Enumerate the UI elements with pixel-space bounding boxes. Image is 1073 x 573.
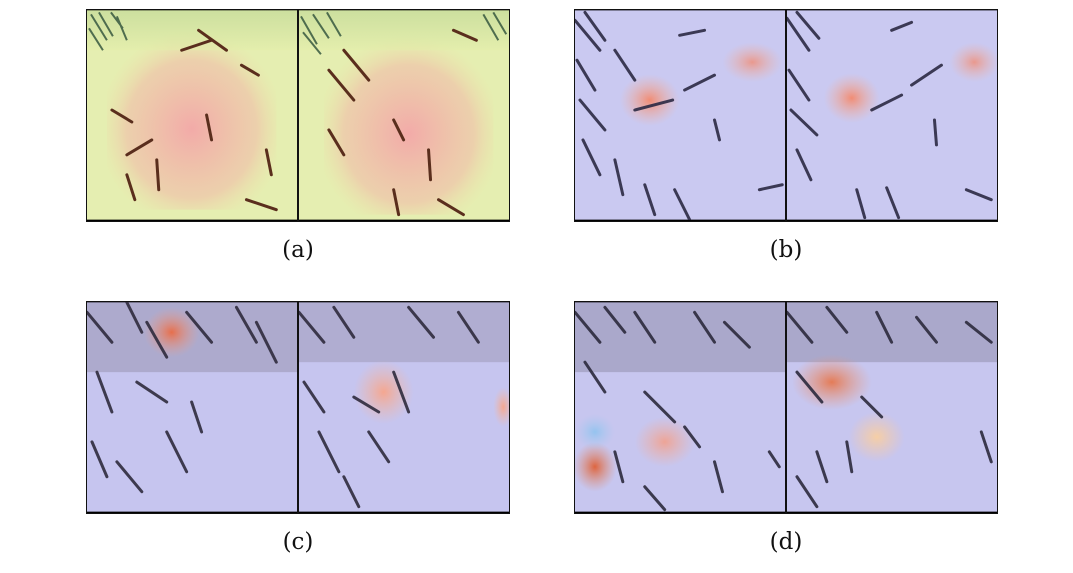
panel-caption-c: (c) xyxy=(282,529,314,555)
heatmap-panel-d xyxy=(574,301,998,514)
frame-divider xyxy=(297,10,299,221)
ant-frame-left xyxy=(87,302,298,512)
heatmap-panel-b xyxy=(574,9,998,222)
ant-frame-right xyxy=(298,302,509,512)
frame-divider xyxy=(785,302,787,513)
frame-divider xyxy=(297,302,299,513)
frame-divider xyxy=(785,10,787,221)
panel-caption-a: (a) xyxy=(282,237,314,263)
ant-frame-right xyxy=(786,10,997,220)
heatmap-panel-a xyxy=(86,9,510,222)
panel-caption-d: (d) xyxy=(769,529,803,555)
ant-frame-right xyxy=(786,302,997,512)
ant-frame-right xyxy=(298,10,509,220)
ant-frame-left xyxy=(87,10,298,220)
heatmap-panel-c xyxy=(86,301,510,514)
ant-frame-left xyxy=(575,302,786,512)
ant-frame-left xyxy=(575,10,786,220)
panel-caption-b: (b) xyxy=(769,237,803,263)
